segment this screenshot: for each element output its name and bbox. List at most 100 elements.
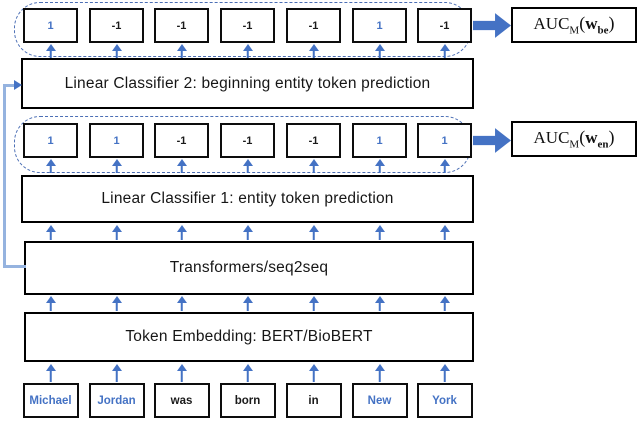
arrow-stem	[180, 230, 183, 240]
arrow-head	[45, 296, 56, 303]
prediction-value: -1	[176, 134, 187, 147]
arrow-head	[374, 44, 385, 51]
prediction-box: -1	[154, 8, 209, 43]
arrow-head	[439, 44, 450, 51]
token-text: born	[234, 394, 261, 407]
block-arrow-to-auc-wen-icon	[473, 128, 511, 153]
arrow-stem	[378, 301, 381, 311]
prediction-box: -1	[154, 123, 209, 158]
arrow-head	[111, 44, 122, 51]
up-arrow-icon	[308, 44, 320, 58]
up-arrow-icon	[176, 44, 188, 58]
feedback-connector-vertical-segment	[3, 84, 6, 267]
arrow-head	[111, 296, 122, 303]
arrow-stem	[246, 301, 249, 311]
token-box: Michael	[22, 383, 79, 418]
arrow-stem	[312, 230, 315, 240]
token-box: New	[351, 383, 408, 418]
up-arrow-icon	[439, 44, 451, 58]
token-text: Jordan	[97, 394, 136, 407]
auc-wen-label: AUCM(wen)	[534, 127, 615, 150]
block-arrow-to-auc-wbe-icon	[473, 13, 511, 38]
up-arrow-icon	[242, 225, 254, 240]
feedback-connector-arrowhead-icon	[14, 79, 22, 90]
prediction-box: -1	[220, 8, 275, 43]
arrow-stem	[443, 49, 446, 58]
prediction-value: 1	[441, 134, 448, 147]
up-arrow-icon	[374, 159, 386, 173]
arrow-stem	[378, 164, 381, 173]
open-paren: (	[579, 13, 586, 34]
arrow-stem	[312, 301, 315, 311]
up-arrow-icon	[176, 159, 188, 173]
linear-classifier2-label: Linear Classifier 2: beginning entity to…	[64, 74, 431, 92]
up-arrow-icon	[308, 225, 320, 240]
up-arrow-icon	[45, 44, 57, 58]
prediction-box: -1	[89, 8, 144, 43]
arrow-stem	[246, 230, 249, 240]
arrow-stem	[115, 49, 118, 58]
arrow-stem	[378, 230, 381, 240]
prediction-box: 1	[23, 123, 78, 158]
auc-wbe-box: AUCM(wbe)	[511, 7, 637, 43]
arrow-stem	[180, 164, 183, 173]
prediction-box: -1	[286, 8, 341, 43]
arrow-head	[439, 296, 450, 303]
prediction-box: -1	[220, 123, 275, 158]
arrow-head	[242, 44, 253, 51]
prediction-value: -1	[111, 19, 122, 32]
up-arrow-icon	[242, 364, 254, 382]
arrow-stem	[443, 301, 446, 311]
arrow-stem	[443, 164, 446, 173]
prediction-box: 1	[417, 123, 472, 158]
arrow-head	[374, 225, 385, 232]
token-text: was	[170, 394, 193, 407]
up-arrow-icon	[111, 225, 123, 240]
token-embedding-label: Token Embedding: BERT/BioBERT	[125, 328, 373, 345]
token-text: New	[367, 394, 392, 407]
arrow-stem	[180, 49, 183, 58]
transformers-label: Transformers/seq2seq	[169, 259, 329, 276]
weight-subscript: be	[597, 24, 609, 37]
arrow-stem	[180, 369, 183, 382]
prediction-value: 1	[376, 134, 383, 147]
prediction-value: 1	[47, 19, 54, 32]
token-text: York	[432, 394, 457, 407]
arrow-stem	[115, 369, 118, 382]
arrow-head	[176, 296, 187, 303]
arrow-head	[308, 159, 319, 166]
linear-classifier1-box: Linear Classifier 1: entity token predic…	[21, 175, 474, 223]
arrow-stem	[115, 301, 118, 311]
up-arrow-icon	[45, 225, 57, 240]
close-paren: )	[608, 13, 615, 34]
arrow-stem	[443, 369, 446, 382]
arrow-stem	[49, 164, 52, 173]
prediction-box: -1	[417, 8, 472, 43]
up-arrow-icon	[45, 296, 57, 311]
arrow-head	[439, 364, 450, 371]
arrow-stem	[378, 369, 381, 382]
arrow-stem	[378, 49, 381, 58]
prediction-box: -1	[286, 123, 341, 158]
up-arrow-icon	[374, 364, 386, 382]
up-arrow-icon	[242, 44, 254, 58]
up-arrow-icon	[439, 225, 451, 240]
arrow-stem	[312, 49, 315, 58]
auc-func-subscript: M	[569, 24, 580, 37]
arrow-head	[45, 44, 56, 51]
up-arrow-icon	[439, 159, 451, 173]
arrow-head	[439, 159, 450, 166]
arrow-head	[242, 364, 253, 371]
weight-symbol: w	[585, 14, 598, 34]
arrow-head	[242, 159, 253, 166]
arrow-head	[111, 364, 122, 371]
arrow-head	[111, 225, 122, 232]
auc-func: AUC	[533, 14, 570, 34]
auc-wbe-label: AUCM(wbe)	[534, 13, 615, 36]
prediction-value: -1	[308, 19, 319, 32]
auc-wen-box: AUCM(wen)	[511, 121, 637, 157]
arrow-head	[176, 364, 187, 371]
close-paren: )	[608, 127, 615, 148]
arrow-stem	[115, 230, 118, 240]
